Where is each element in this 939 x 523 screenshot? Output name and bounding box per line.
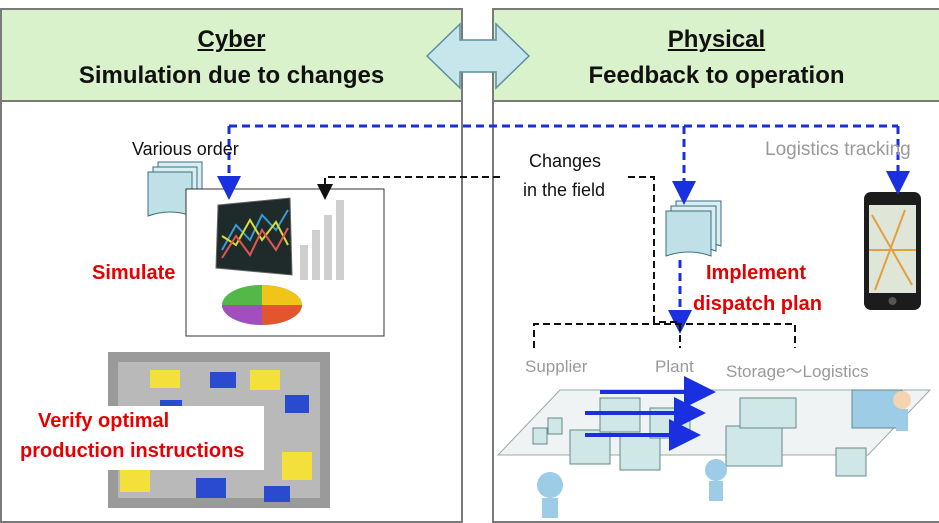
feedback-arrows <box>217 124 910 334</box>
verify-label-bg <box>12 406 264 470</box>
physical-title: Physical <box>667 26 766 53</box>
physical-subtitle: Feedback to operation <box>588 62 845 89</box>
supplier-label: Supplier <box>525 357 588 376</box>
plant-label: Plant <box>655 357 694 376</box>
implement-label-line2: dispatch plan <box>693 293 822 315</box>
double-arrow-icon <box>425 22 531 90</box>
changes-label-line2: in the field <box>523 180 606 201</box>
implement-label-line1: Implement <box>706 262 807 284</box>
physical-header: Physical Feedback to operation <box>494 10 939 102</box>
smartphone-icon <box>864 192 921 310</box>
verify-label-line2: production instructions <box>20 440 245 462</box>
cyber-subtitle: Simulation due to changes <box>78 62 385 89</box>
changes-arrows <box>317 176 796 348</box>
verify-label-line1: Verify optimal <box>38 410 170 432</box>
flow-arrows <box>585 376 716 451</box>
cyber-header: Cyber Simulation due to changes <box>2 10 461 102</box>
changes-label-line1: Changes <box>529 151 602 172</box>
dispatch-document-icon <box>665 200 722 257</box>
simulate-label: Simulate <box>92 262 176 284</box>
cyber-title: Cyber <box>197 26 266 53</box>
logistics-tracking-label: Logistics tracking <box>765 139 911 160</box>
monitor-chart-icon <box>215 197 344 325</box>
supply-chain-scene <box>496 389 932 518</box>
various-order-label: Various order <box>132 139 239 159</box>
storage-logistics-label: Storage～Logistics <box>726 362 869 381</box>
